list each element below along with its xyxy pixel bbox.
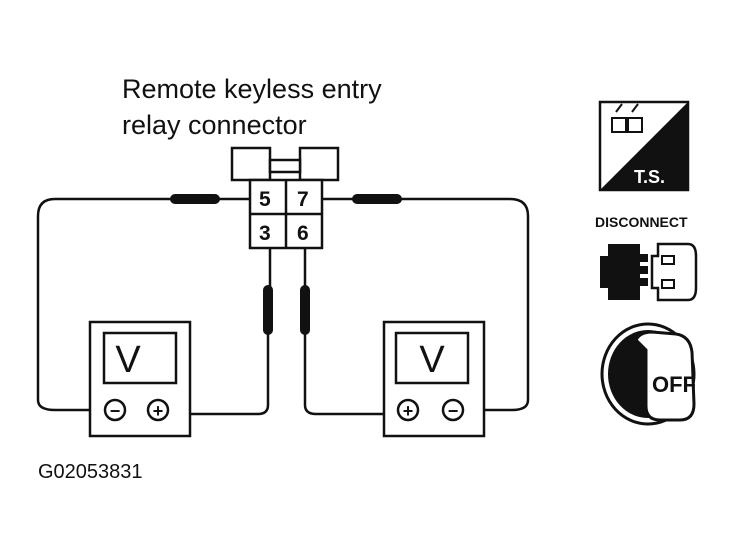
disconnect-icon — [600, 242, 698, 302]
pin-7-label: 7 — [297, 188, 309, 211]
ignition-off-icon — [600, 322, 696, 426]
left-voltmeter — [88, 320, 192, 438]
wires — [36, 197, 530, 416]
relay-connector — [230, 146, 340, 250]
disconnect-label: DISCONNECT — [595, 214, 688, 230]
left-meter-v-label: V — [115, 339, 141, 381]
ts-icon — [598, 100, 690, 192]
right-meter-minus-label: − — [448, 401, 459, 421]
left-meter-minus-label: − — [110, 401, 121, 421]
pin-3-label: 3 — [259, 222, 271, 245]
right-meter-plus-label: + — [403, 401, 414, 421]
pin-5-label: 5 — [259, 188, 271, 211]
left-meter-plus-label: + — [153, 401, 164, 421]
probe-tips — [170, 194, 402, 335]
connector-title-line2: relay connector — [122, 110, 307, 140]
pin-6-label: 6 — [297, 222, 309, 245]
ts-icon-label: T.S. — [634, 167, 665, 187]
connector-title-line1: Remote keyless entry — [122, 74, 382, 104]
off-label: OFF — [652, 372, 696, 397]
right-voltmeter — [382, 320, 486, 438]
figure-id: G02053831 — [38, 461, 143, 483]
right-meter-v-label: V — [419, 339, 445, 381]
